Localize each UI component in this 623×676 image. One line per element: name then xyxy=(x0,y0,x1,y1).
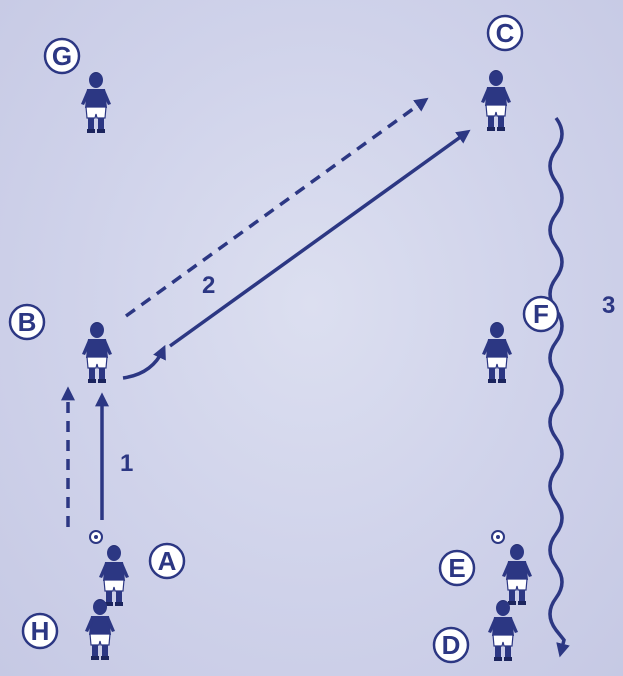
label-g: G xyxy=(43,37,81,75)
player-h xyxy=(84,598,116,661)
step-3-number: 3 xyxy=(602,292,615,319)
turn-arrow-b xyxy=(122,344,166,380)
label-a: A xyxy=(148,542,186,580)
label-e-text: E xyxy=(448,553,465,583)
label-c: C xyxy=(486,14,524,52)
label-d: D xyxy=(432,626,470,664)
player-a xyxy=(98,544,130,607)
label-a-text: A xyxy=(158,546,177,576)
label-h-text: H xyxy=(31,616,50,646)
label-d-text: D xyxy=(442,630,461,660)
soccer-ball-icon xyxy=(89,530,103,544)
label-g-text: G xyxy=(52,41,72,71)
label-b-text: B xyxy=(18,307,37,337)
label-b: B xyxy=(8,303,46,341)
player-e xyxy=(501,543,533,606)
dribble-arrow-b-to-c xyxy=(168,129,471,348)
soccer-ball-icon xyxy=(491,530,505,544)
player-c xyxy=(480,69,512,132)
pass-arrow-b-to-c-dashed xyxy=(124,97,429,318)
label-f: F xyxy=(522,295,560,333)
player-b xyxy=(81,321,113,384)
label-f-text: F xyxy=(533,299,549,329)
label-h: H xyxy=(21,612,59,650)
player-f xyxy=(481,321,513,384)
step-2-number: 2 xyxy=(202,272,215,299)
step-1-number: 1 xyxy=(120,450,133,477)
label-e: E xyxy=(438,549,476,587)
player-d xyxy=(487,599,519,662)
wavy-dribble-arrow xyxy=(548,116,570,658)
label-c-text: C xyxy=(496,18,515,48)
player-g xyxy=(80,71,112,134)
